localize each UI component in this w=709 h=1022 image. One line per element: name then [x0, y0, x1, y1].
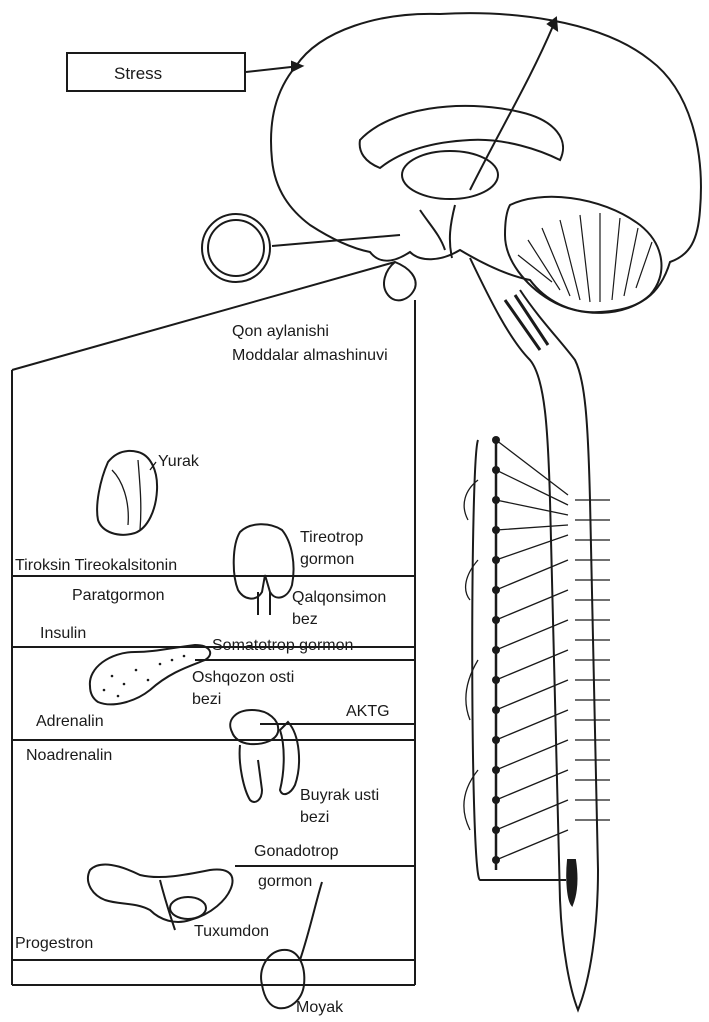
thyrotropic-label-1: Tireotrop [300, 528, 363, 547]
kidney-organ [280, 722, 299, 794]
heart-label: Yurak [158, 452, 199, 471]
corpus-callosum [360, 106, 563, 168]
parathormone-label: Paratgormon [72, 586, 165, 605]
thyroid-label-1: Qalqonsimon [292, 588, 386, 607]
insulin-label: Insulin [40, 624, 86, 643]
gonadotropic-label-1: Gonadotrop [254, 842, 339, 861]
cerebellum [505, 197, 661, 313]
ovary-label: Tuxumdon [194, 922, 269, 941]
eye-icon [202, 214, 270, 282]
thyroid-label-2: bez [292, 610, 318, 629]
heart-organ [97, 451, 157, 535]
adrenalin-label: Adrenalin [36, 712, 104, 731]
circulation-label: Qon aylanishi [232, 322, 329, 341]
gonadotropic-label-2: gormon [258, 872, 312, 891]
metabolism-label: Moddalar almashinuvi [232, 346, 388, 365]
pancreas-label-1: Oshqozon osti [192, 668, 294, 687]
pancreas-label-2: bezi [192, 690, 221, 709]
actg-label: AKTG [346, 702, 390, 721]
thyroxin-label: Tiroksin Tireokalsitonin [15, 556, 177, 575]
stress-box: Stress [66, 52, 246, 92]
progesterone-label: Progestron [15, 934, 93, 953]
noradrenalin-label: Noadrenalin [26, 746, 112, 765]
adrenal-label-2: bezi [300, 808, 329, 827]
pituitary [384, 262, 416, 300]
ovary-organ [88, 865, 233, 922]
adrenal-label-1: Buyrak usti [300, 786, 379, 805]
stress-label: Stress [114, 64, 162, 84]
thyroid-organ [234, 524, 294, 598]
brain-outline [271, 13, 701, 312]
thyrotropic-label-2: gormon [300, 550, 354, 569]
testis-label: Moyak [296, 998, 343, 1017]
somatotropic-label: Somatotrop gormon [212, 636, 353, 655]
